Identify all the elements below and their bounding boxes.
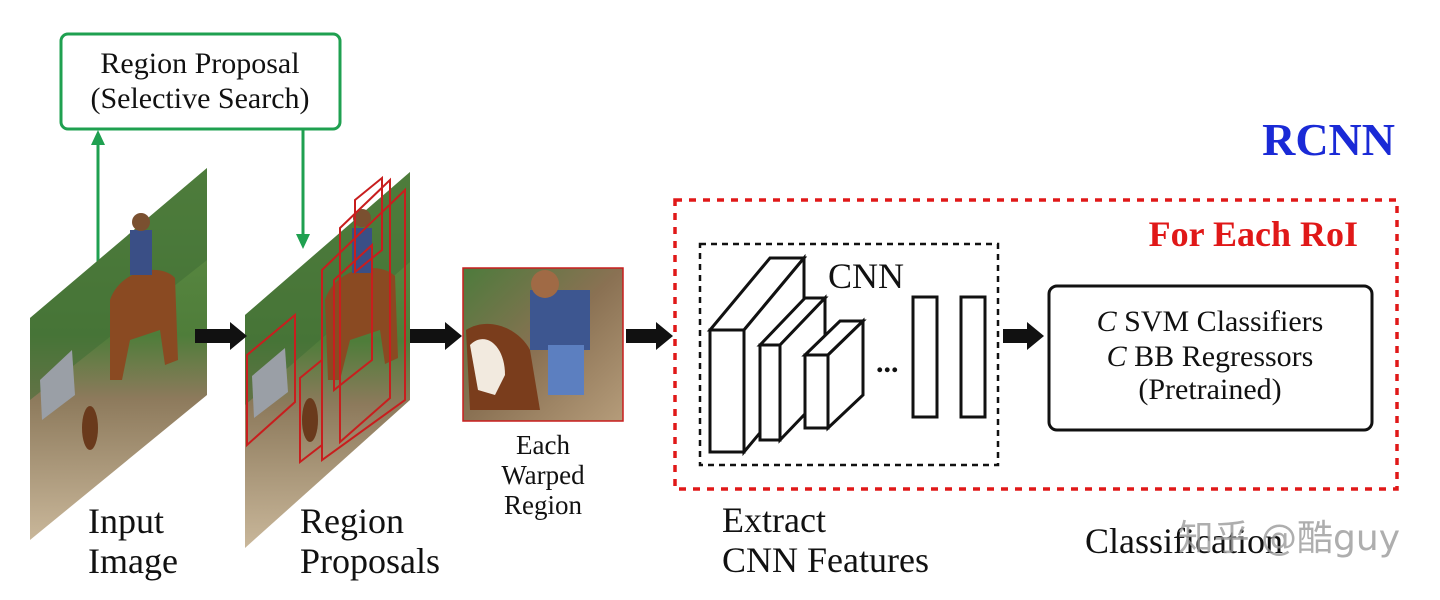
warped-label-line1: Each — [516, 430, 570, 460]
proposals-label-line2: Proposals — [300, 541, 440, 581]
svm-classifiers-label: C SVM Classifiers — [1097, 305, 1324, 338]
for-each-roi-label: For Each RoI — [1149, 214, 1358, 254]
bb-regressors-label: C BB Regressors — [1107, 340, 1314, 373]
warped-label-line3: Region — [504, 490, 582, 520]
region-proposal-line2: (Selective Search) — [90, 82, 309, 115]
green-arrow-down — [296, 129, 310, 249]
cnn-label: CNN — [828, 256, 904, 296]
arrow-3 — [626, 322, 673, 350]
cnn-dashed-box — [698, 242, 1000, 467]
input-label-line2: Image — [88, 541, 178, 581]
arrow-2 — [410, 322, 462, 350]
region-proposals-image — [245, 172, 410, 548]
rcnn-title: RCNN — [1262, 114, 1395, 165]
input-label-line1: Input — [88, 501, 164, 541]
pretrained-label: (Pretrained) — [1138, 373, 1281, 406]
classification-label: Classification — [1085, 521, 1283, 561]
cnn-layer-3 — [801, 317, 867, 432]
region-proposal-box: Region Proposal (Selective Search) — [59, 32, 342, 131]
fc-layer-1 — [911, 295, 939, 419]
extract-label-line1: Extract — [722, 500, 826, 540]
roi-dashed-box — [673, 198, 1399, 491]
warped-region-image — [462, 267, 624, 422]
arrow-4 — [1003, 322, 1044, 350]
input-image — [30, 168, 207, 540]
extract-label-line2: CNN Features — [722, 540, 929, 580]
ellipsis: ... — [876, 346, 899, 379]
warped-label-line2: Warped — [501, 460, 585, 490]
classifier-box: C SVM Classifiers C BB Regressors (Pretr… — [1047, 284, 1374, 432]
region-proposal-line1: Region Proposal — [100, 47, 299, 80]
proposals-label-line1: Region — [300, 501, 404, 541]
watermark: 知乎 @酷guy — [1178, 518, 1400, 559]
arrow-1 — [195, 322, 247, 350]
fc-layer-2 — [959, 295, 987, 419]
green-arrow-up — [91, 130, 105, 262]
